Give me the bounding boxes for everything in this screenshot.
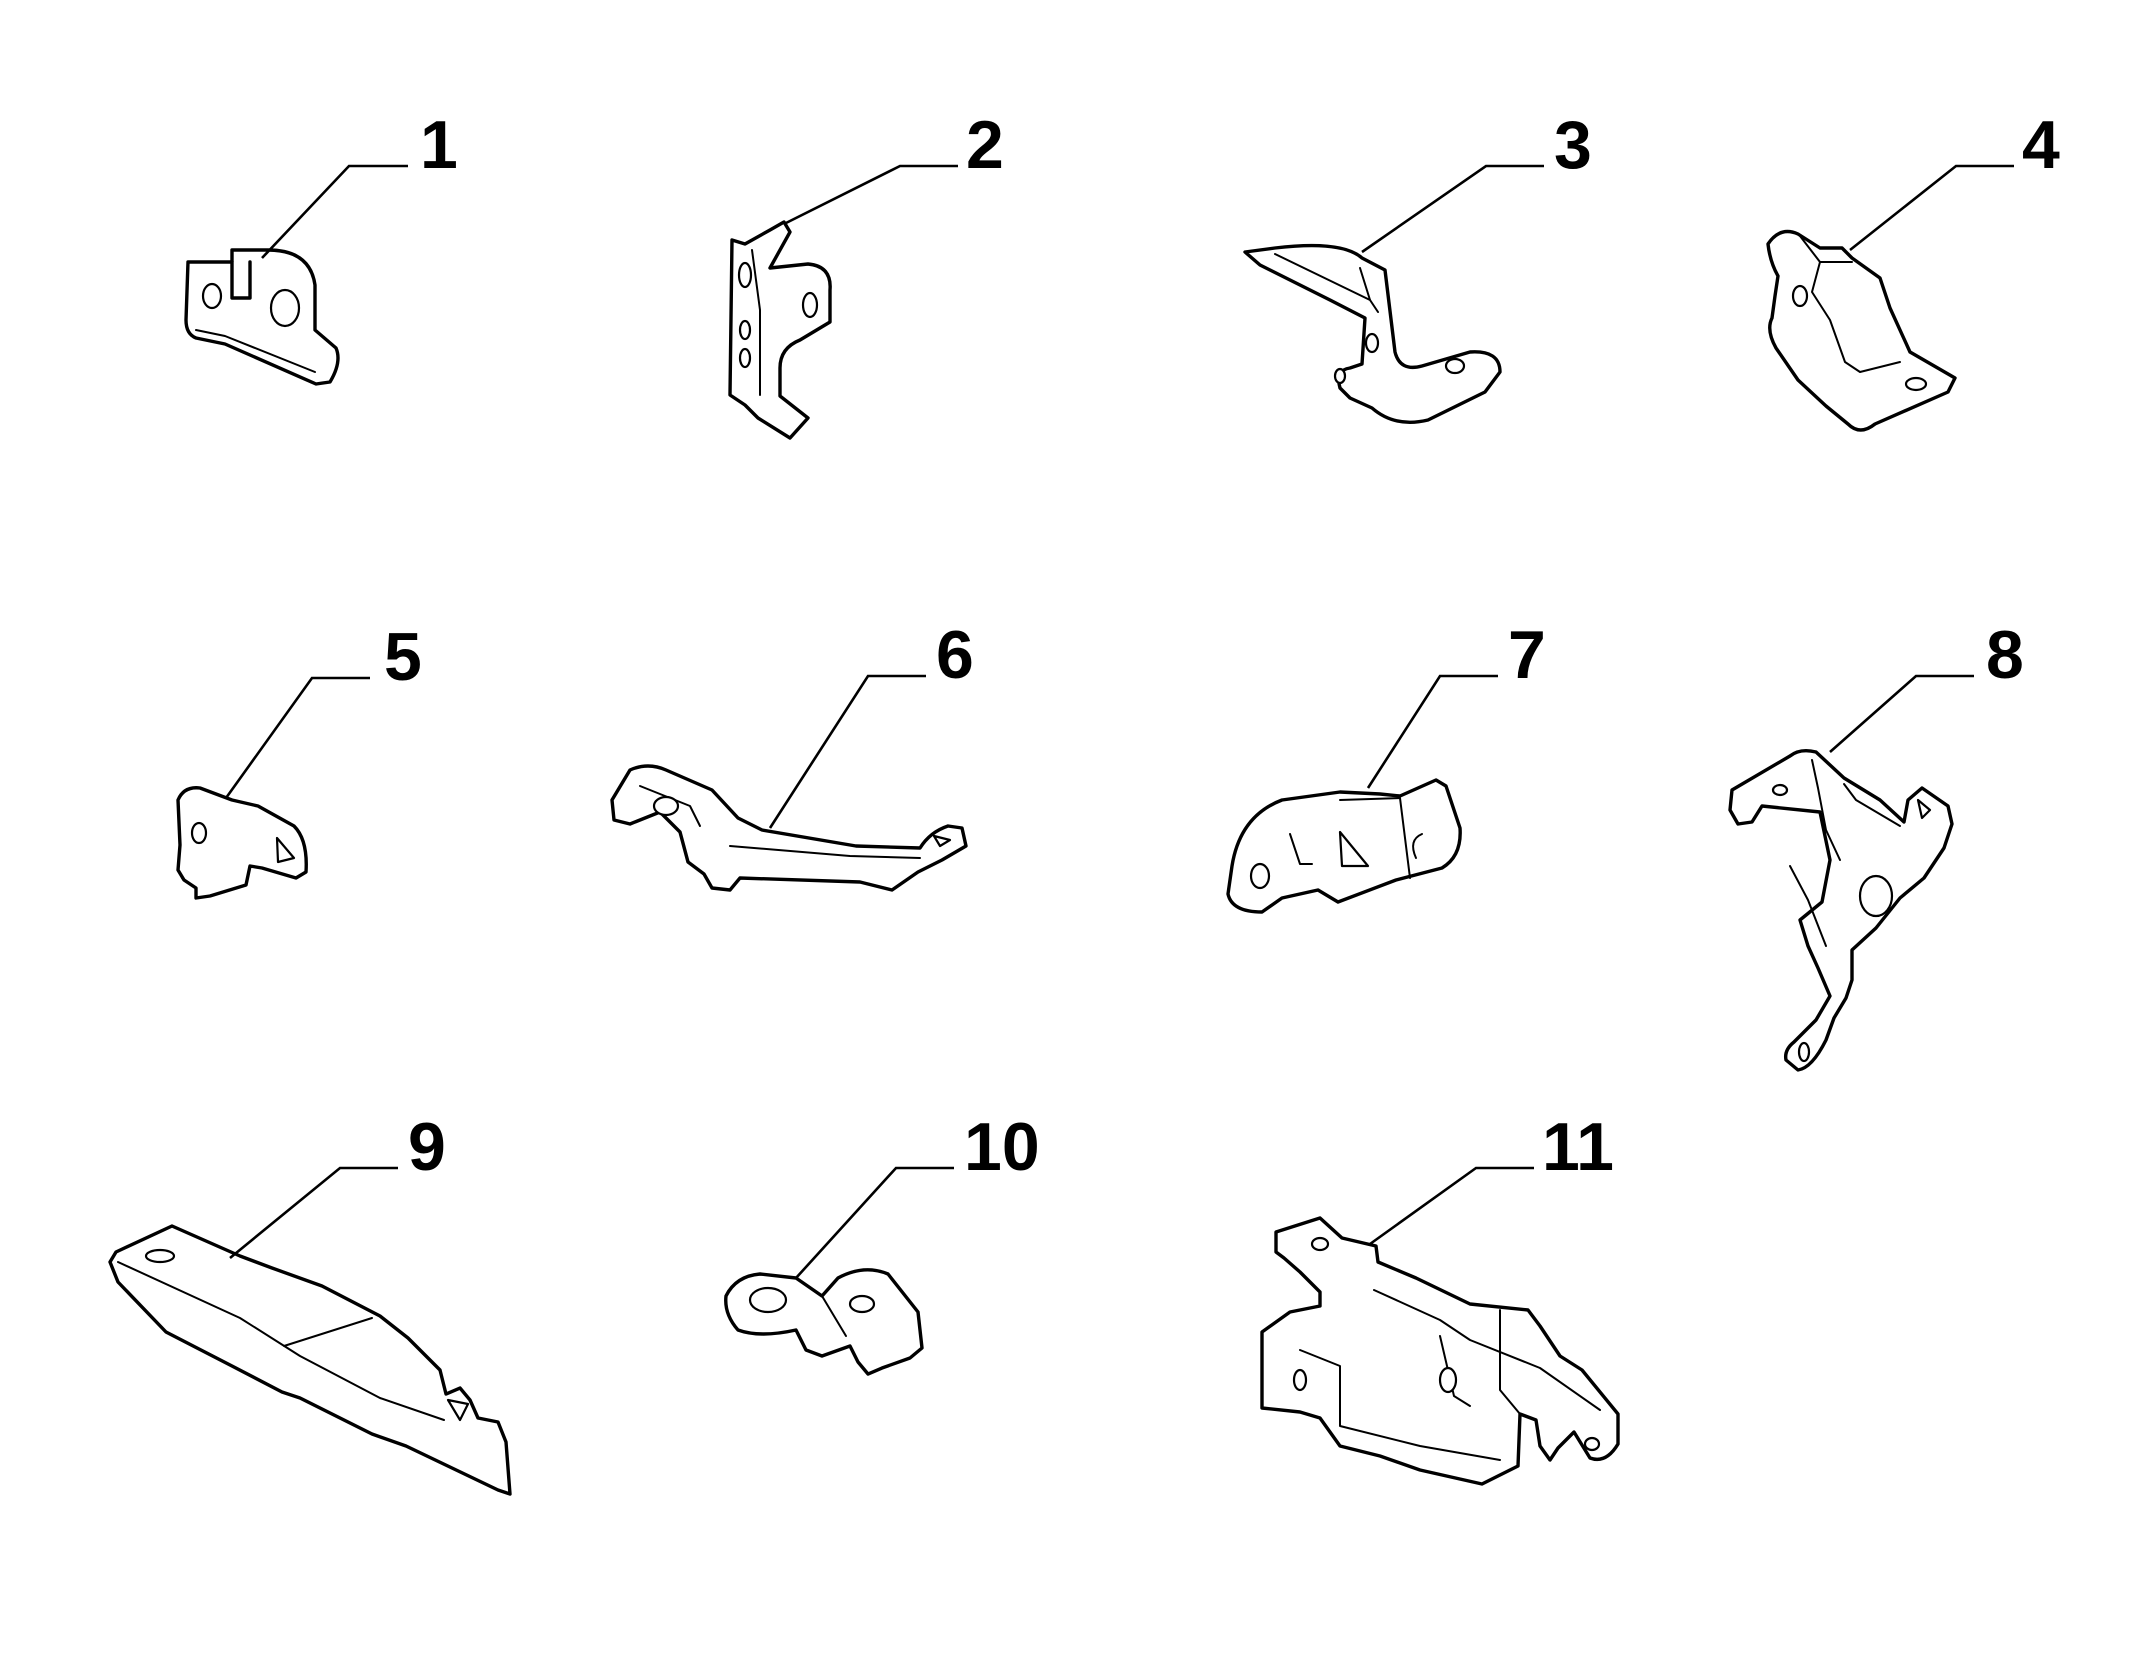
bracket-part-4[interactable] <box>1766 229 1957 432</box>
callout-10: 10 <box>964 1109 1040 1185</box>
callout-9: 9 <box>408 1109 446 1185</box>
callout-6: 6 <box>936 617 974 693</box>
bracket-part-1[interactable] <box>184 248 340 386</box>
callout-11: 11 <box>1542 1109 1614 1185</box>
bracket-part-2[interactable] <box>728 220 832 440</box>
bracket-part-8[interactable] <box>1728 748 1954 1072</box>
callout-4: 4 <box>2022 107 2060 183</box>
bracket-part-3[interactable] <box>1243 243 1502 424</box>
bracket-part-10[interactable] <box>724 1268 924 1376</box>
bracket-part-11[interactable] <box>1260 1216 1620 1486</box>
bracket-part-5[interactable] <box>176 786 308 900</box>
callout-3: 3 <box>1554 107 1592 183</box>
callout-5: 5 <box>384 619 422 695</box>
callout-1: 1 <box>420 107 458 183</box>
callout-7: 7 <box>1508 617 1546 693</box>
bracket-part-7[interactable] <box>1226 778 1462 914</box>
callout-2: 2 <box>966 107 1004 183</box>
bracket-part-9[interactable] <box>108 1224 512 1496</box>
bracket-part-6[interactable] <box>610 764 968 892</box>
callout-8: 8 <box>1986 617 2024 693</box>
